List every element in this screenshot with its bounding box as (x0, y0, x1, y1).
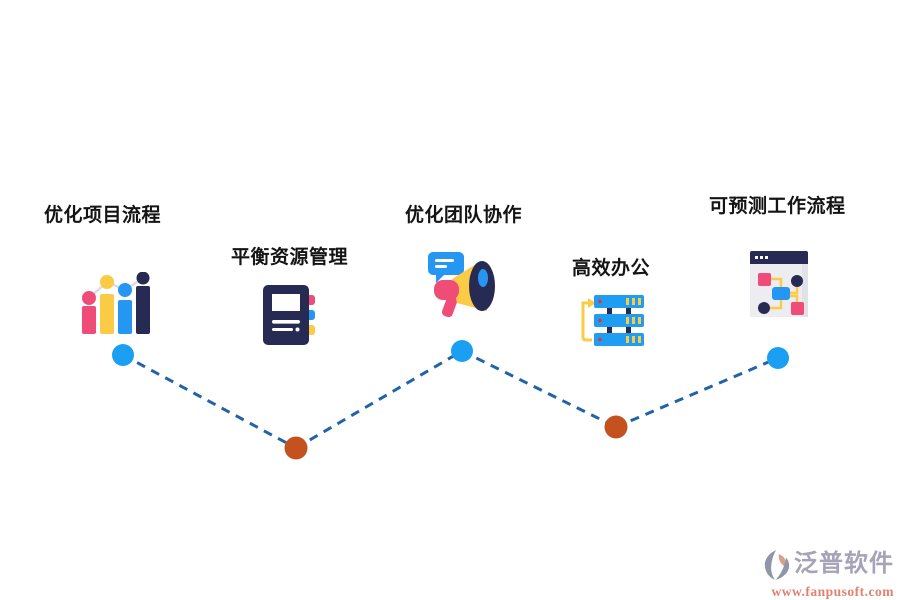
server-stack-icon (580, 295, 646, 352)
fanpusoft-watermark: 泛普软件 www.fanpusoft.com (742, 549, 894, 600)
company-name: 泛普软件 (794, 550, 894, 577)
node-dot-1 (112, 344, 134, 366)
node-dot-2 (284, 436, 308, 460)
node-dot-3 (451, 340, 473, 362)
connector-segment-4 (615, 356, 779, 429)
fanpusoft-logo-icon (764, 549, 792, 586)
node-dot-5 (767, 347, 789, 369)
node-label-3: 优化团队协作 (405, 205, 523, 226)
company-url: www.fanpusoft.com (771, 584, 894, 599)
bar-chart-icon (80, 271, 150, 339)
node-dot-4 (604, 415, 628, 439)
node-label-4: 高效办公 (572, 258, 651, 279)
node-label-1: 优化项目流程 (44, 205, 162, 226)
connector-segment-1 (122, 353, 297, 450)
browser-flowchart-icon (750, 251, 810, 322)
megaphone-icon (422, 252, 496, 323)
notebook-icon (263, 285, 317, 352)
connector-segment-2 (295, 349, 463, 450)
node-label-5: 可预测工作流程 (709, 196, 846, 217)
connector-segment-3 (461, 349, 617, 429)
node-label-2: 平衡资源管理 (231, 247, 349, 268)
